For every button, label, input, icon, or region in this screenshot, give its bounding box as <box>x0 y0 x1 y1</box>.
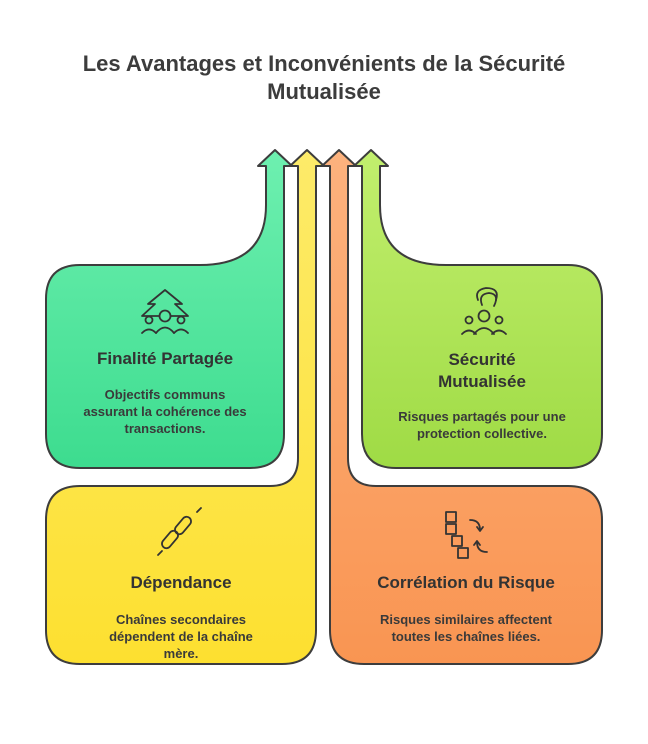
finalite-description: Objectifs communs assurant la cohérence … <box>83 387 247 436</box>
correlation-card-shape <box>321 149 603 665</box>
linked-blocks-icon <box>445 511 488 559</box>
dependance-card-shape <box>45 149 325 665</box>
finalite-heading: Finalité Partagée <box>96 349 234 368</box>
dependance-description: Chaînes secondaires dépendent de la chaî… <box>109 612 253 661</box>
finalite-card: Finalité Partagée Objectifs communs assu… <box>46 348 284 437</box>
group-protection-icon <box>461 287 507 335</box>
correlation-description: Risques similaires affectent toutes les … <box>380 612 552 644</box>
diagram-title: Les Avantages et Inconvénients de la Séc… <box>0 50 648 106</box>
title-line-2: Mutualisée <box>267 79 381 104</box>
dependance-card: Dépendance Chaînes secondaires dépendent… <box>46 572 316 662</box>
correlation-heading: Corrélation du Risque <box>377 573 555 592</box>
securite-card: Sécurité Mutualisée Risques partagés pou… <box>380 349 584 442</box>
dependance-heading: Dépendance <box>130 573 232 592</box>
shared-goal-icon <box>141 289 189 334</box>
finalite-card-shape <box>45 149 293 469</box>
securite-heading: Sécurité Mutualisée <box>438 350 526 391</box>
securite-card-shape <box>353 149 603 469</box>
securite-description: Risques partagés pour une protection col… <box>398 409 566 441</box>
correlation-card: Corrélation du Risque Risques similaires… <box>330 572 602 645</box>
chain-link-icon <box>157 507 202 556</box>
title-line-1: Les Avantages et Inconvénients de la Séc… <box>82 51 566 76</box>
